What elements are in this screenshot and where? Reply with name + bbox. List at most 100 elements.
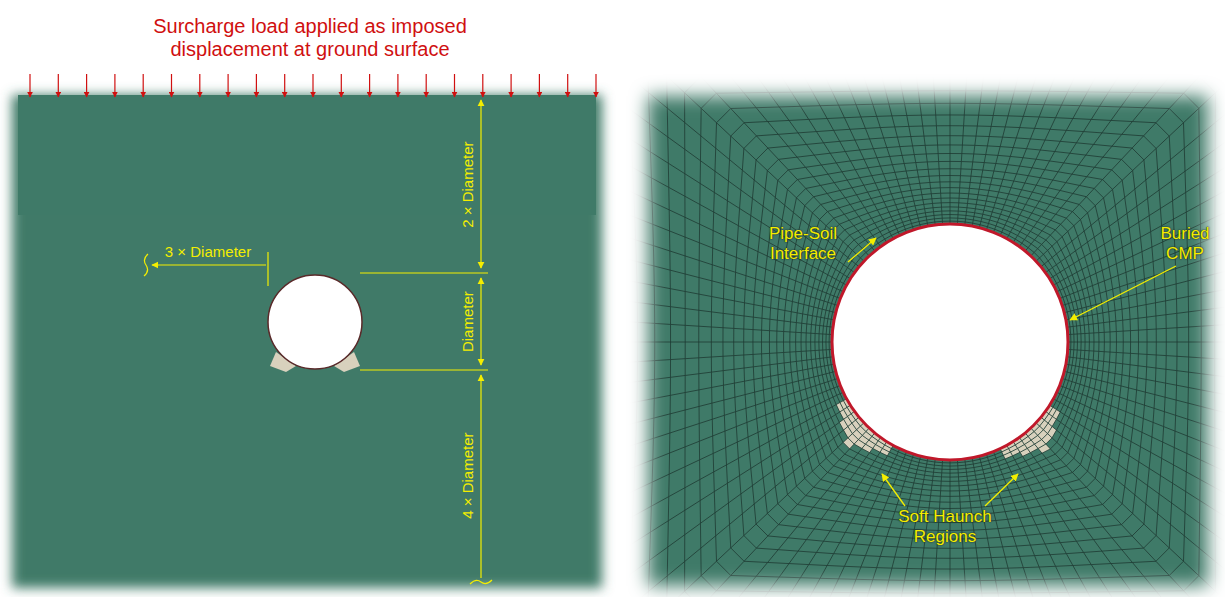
- mesh-spoke: [965, 70, 995, 225]
- callout-label: Soft Haunch Regions: [888, 507, 1003, 546]
- load-arrow: [369, 74, 370, 97]
- mesh-spoke: [1068, 320, 1225, 335]
- leader-lines: [848, 238, 1176, 506]
- mesh-spoke: [1045, 411, 1225, 597]
- mesh-ring: [811, 203, 1090, 482]
- dimension-lines: [144, 100, 492, 584]
- mesh-ring: [829, 221, 1071, 463]
- mesh-spoke: [1066, 364, 1225, 409]
- mesh-spoke: [835, 70, 914, 230]
- mesh-spoke: [620, 320, 832, 335]
- load-arrow: [595, 74, 596, 97]
- mesh-spoke: [1050, 405, 1225, 572]
- mesh-spoke: [1067, 298, 1225, 328]
- mesh-spoke: [620, 112, 850, 279]
- mesh-spoke: [1045, 77, 1225, 273]
- load-arrow: [454, 74, 455, 97]
- mesh-spoke: [993, 452, 1090, 597]
- mesh-ring: [667, 70, 1225, 597]
- mesh-spoke: [620, 392, 843, 510]
- load-arrow: [539, 74, 540, 97]
- mesh-ring: [796, 188, 1105, 497]
- mesh-ring: [620, 70, 1225, 597]
- mesh-ring: [823, 215, 1078, 470]
- load-arrow: [143, 74, 144, 97]
- mesh-spoke: [1019, 437, 1215, 597]
- mesh-spoke: [685, 70, 881, 247]
- mesh-spoke: [1062, 378, 1225, 457]
- load-arrow: [58, 74, 59, 97]
- mesh-spoke: [782, 70, 900, 235]
- mesh-spoke: [1019, 70, 1215, 247]
- mesh-spoke: [620, 417, 859, 597]
- mesh-spoke: [620, 298, 833, 328]
- mesh-ring: [806, 198, 1094, 486]
- load-arrow: [397, 74, 398, 97]
- mesh-spoke: [752, 445, 893, 597]
- mesh-spoke: [620, 385, 840, 482]
- surcharge-note: Surcharge load applied as imposed displa…: [125, 15, 495, 61]
- load-arrow: [341, 74, 342, 97]
- mesh-spoke: [620, 364, 834, 409]
- load-arrow: [228, 74, 229, 97]
- mesh-spoke: [620, 144, 847, 285]
- mesh-spoke: [620, 77, 855, 273]
- mesh-spoke: [752, 70, 893, 239]
- mesh-spoke: [1053, 399, 1225, 540]
- mesh-spoke: [620, 405, 850, 572]
- mesh-ring: [620, 70, 1225, 597]
- mesh-spoke: [957, 70, 972, 224]
- dimension-label: 4 × Diameter: [458, 433, 475, 519]
- mesh-spoke: [1068, 342, 1225, 343]
- mesh-spoke: [646, 70, 875, 251]
- mesh-spoke: [1053, 144, 1225, 285]
- load-arrow: [171, 74, 172, 97]
- mesh-spoke: [1067, 357, 1225, 387]
- mesh-spoke: [1057, 174, 1225, 292]
- mesh-spoke: [950, 70, 951, 224]
- mesh-spoke: [620, 357, 833, 387]
- load-arrow: [312, 74, 313, 97]
- mesh-spoke: [620, 423, 864, 597]
- mesh-spoke: [1013, 442, 1180, 597]
- dimension-label: 2 × Diameter: [458, 142, 475, 228]
- load-arrow: [199, 74, 200, 97]
- mesh-spoke: [782, 449, 900, 597]
- finite-element-mesh: [620, 70, 1225, 597]
- mesh-spoke: [1025, 70, 1225, 251]
- load-arrow: [567, 74, 568, 97]
- mesh-spoke: [979, 456, 1040, 597]
- mesh-spoke: [620, 349, 832, 364]
- mesh-spoke: [720, 70, 887, 242]
- mesh-ring: [832, 224, 1068, 460]
- mesh-spoke: [1013, 70, 1180, 242]
- mesh-spoke: [620, 275, 834, 320]
- mesh-ring: [801, 193, 1099, 491]
- surcharge-arrows: [30, 74, 596, 97]
- callout-label: Pipe-Soil Interface: [756, 224, 851, 263]
- mesh-spoke: [972, 70, 1017, 226]
- mesh-ring: [826, 218, 1074, 466]
- load-arrow: [284, 74, 285, 97]
- dimension-label: 3 × Diameter: [165, 243, 251, 260]
- mesh-spoke: [1000, 449, 1118, 597]
- mesh-spoke: [1060, 201, 1225, 298]
- load-arrow: [482, 74, 483, 97]
- mesh-spoke: [620, 399, 847, 540]
- mesh-spoke: [1041, 70, 1225, 267]
- load-arrow: [29, 74, 30, 97]
- callout-label: Buried CMP: [1154, 224, 1216, 263]
- mesh-spoke: [809, 70, 906, 232]
- mesh-spoke: [986, 454, 1065, 597]
- soft-haunch-cell: [843, 438, 854, 449]
- mesh-spoke: [646, 433, 875, 597]
- soil-domain: [12, 95, 602, 588]
- mesh-spoke: [1036, 423, 1225, 597]
- mesh-ring: [815, 207, 1085, 477]
- mesh-spoke: [883, 70, 928, 226]
- mesh-ring: [647, 70, 1225, 597]
- mesh-ring: [790, 182, 1110, 502]
- buried-cmp-pipe: [832, 224, 1068, 460]
- mesh-spoke: [928, 70, 943, 224]
- mesh-ring: [819, 211, 1081, 473]
